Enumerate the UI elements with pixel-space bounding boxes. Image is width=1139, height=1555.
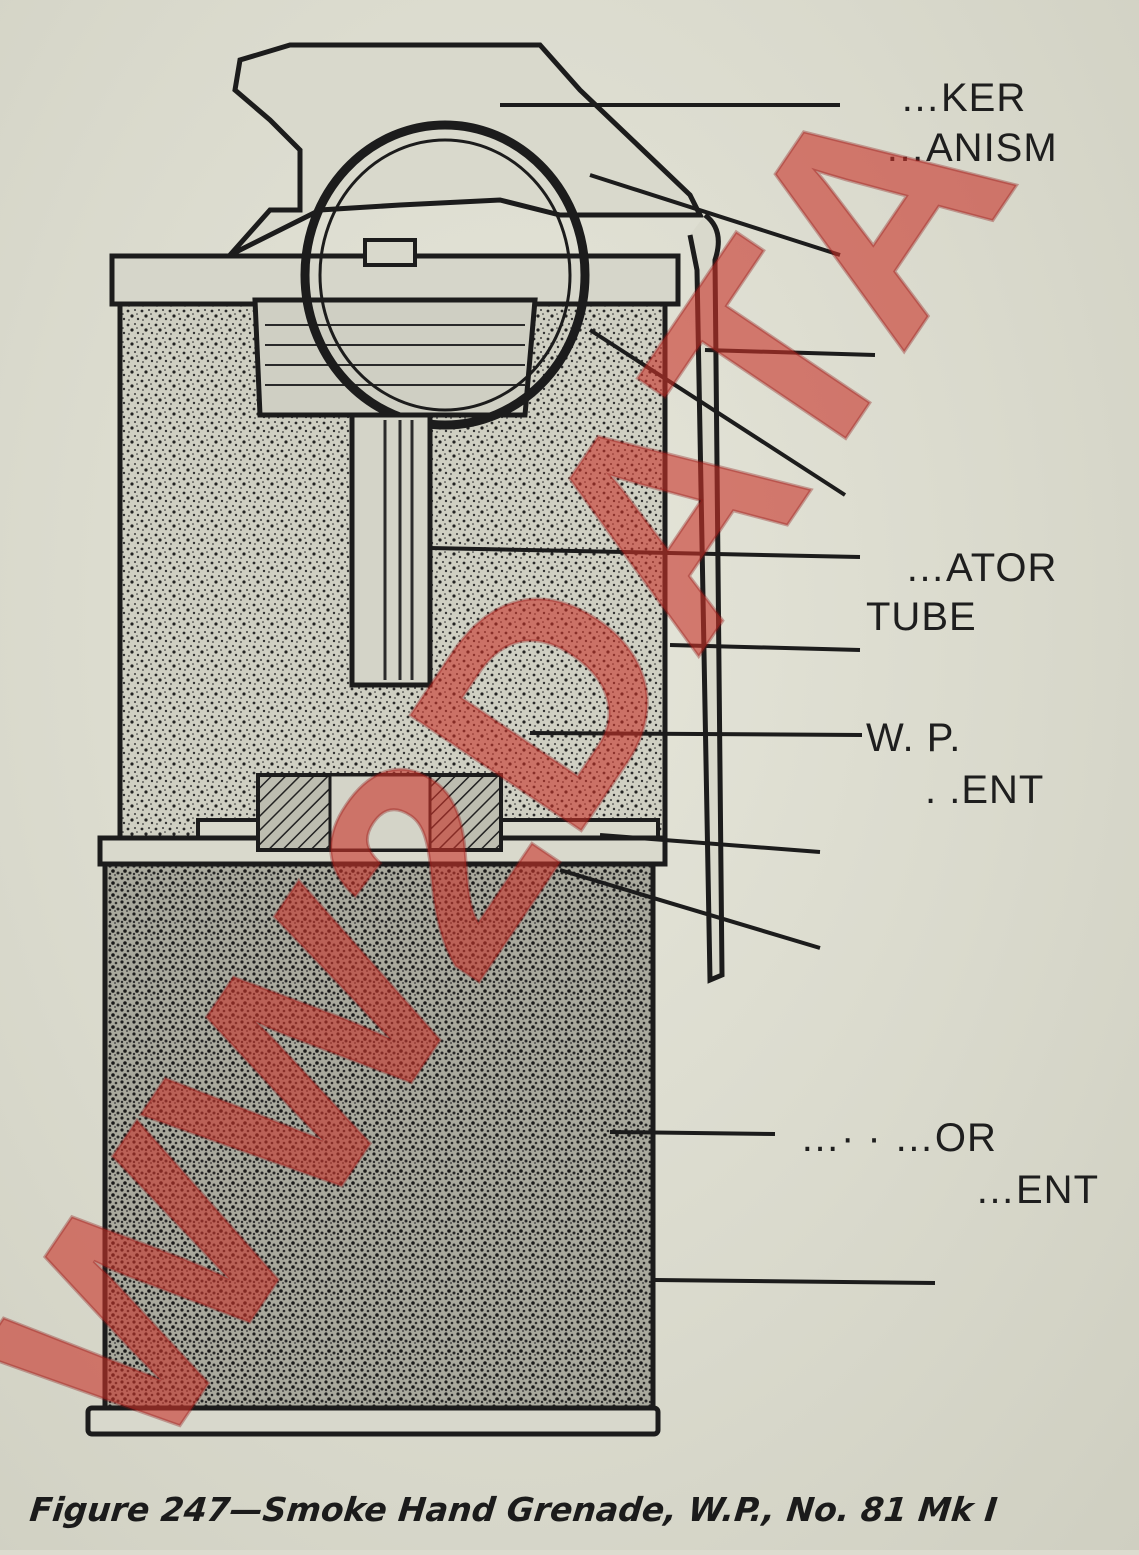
label-lower-line1: …· · …OR <box>800 1116 997 1160</box>
label-wp-line1: W. P. <box>866 716 962 760</box>
label-striker-line2: …ANISM <box>885 126 1058 170</box>
label-wp-line2: . .ENT <box>925 768 1045 812</box>
pull-ring <box>300 120 590 430</box>
label-tube-line1: …ATOR <box>905 546 1058 590</box>
safety-lever <box>687 213 725 984</box>
leader-lines <box>429 103 936 1285</box>
label-striker-line1: …KER <box>900 76 1027 120</box>
base-ring <box>85 1405 661 1437</box>
central-tube <box>349 412 433 688</box>
figure-caption: Figure 247—Smoke Hand Grenade, W.P., No.… <box>27 1490 1000 1529</box>
lower-filler <box>102 857 656 1423</box>
label-lower-line2: …ENT <box>975 1168 1099 1212</box>
label-tube-line2: TUBE <box>866 595 977 639</box>
